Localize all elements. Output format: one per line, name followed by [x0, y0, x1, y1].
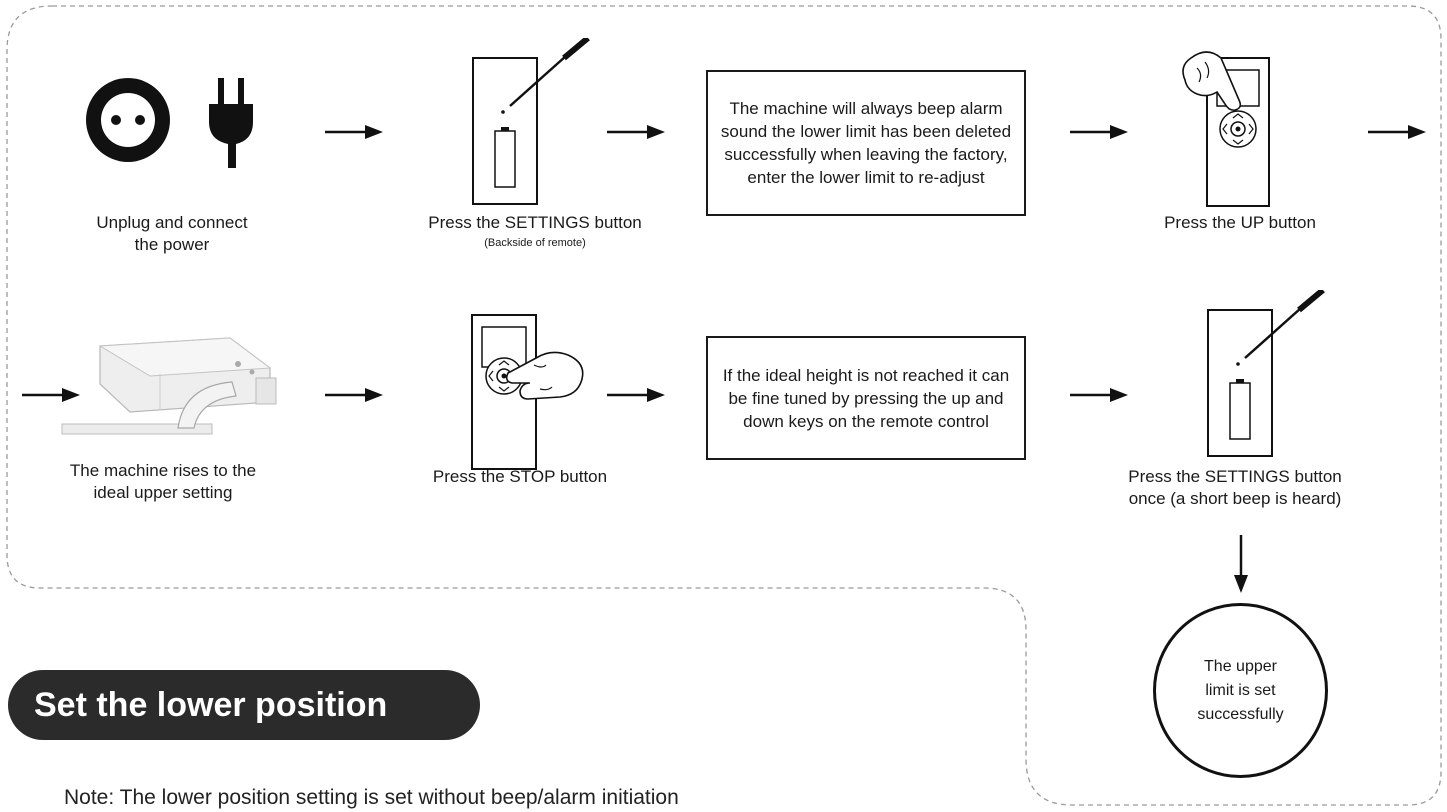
result-text: The upper limit is set successfully [1197, 657, 1284, 723]
arrow-right-icon [607, 125, 665, 139]
remote-stop-button-icon [471, 314, 584, 470]
step1-label: Unplug and connect the power [96, 213, 248, 254]
machine-lift-icon [61, 337, 277, 435]
remote-back-settings-icon [1207, 290, 1325, 457]
step2-sublabel: (Backside of remote) [484, 237, 586, 249]
info-box-fine-tune: If the ideal height is not reached it ca… [706, 336, 1026, 460]
power-socket-plug-icon [86, 78, 253, 168]
arrow-down-icon [1234, 535, 1248, 593]
section-heading-text: Set the lower position [34, 685, 388, 724]
section-heading: Set the lower position [8, 670, 480, 740]
step8-label: Press the SETTINGS button once (a short … [1128, 467, 1342, 508]
info-box-text: If the ideal height is not reached it ca… [722, 365, 1010, 431]
arrow-right-icon [1070, 125, 1128, 139]
arrow-right-icon [607, 388, 665, 402]
info-box-text: The machine will always beep alarm sound… [720, 99, 1012, 187]
info-box-factory-reset: The machine will always beep alarm sound… [706, 70, 1026, 216]
arrow-right-icon [1070, 388, 1128, 402]
step6-label: Press the STOP button [432, 467, 608, 486]
step5-label: The machine rises to the ideal upper set… [69, 461, 257, 502]
remote-back-settings-icon [472, 38, 590, 205]
step4-label: Press the UP button [1164, 213, 1316, 232]
arrow-right-icon [325, 388, 383, 402]
arrow-right-icon [1368, 125, 1426, 139]
arrow-right-icon [325, 125, 383, 139]
result-circle: The upper limit is set successfully [1153, 603, 1328, 778]
arrow-right-icon [22, 388, 80, 402]
remote-up-button-icon [1182, 51, 1270, 207]
note-text: Note: The lower position setting is set … [64, 786, 679, 809]
step2-label: Press the SETTINGS button [428, 213, 642, 232]
